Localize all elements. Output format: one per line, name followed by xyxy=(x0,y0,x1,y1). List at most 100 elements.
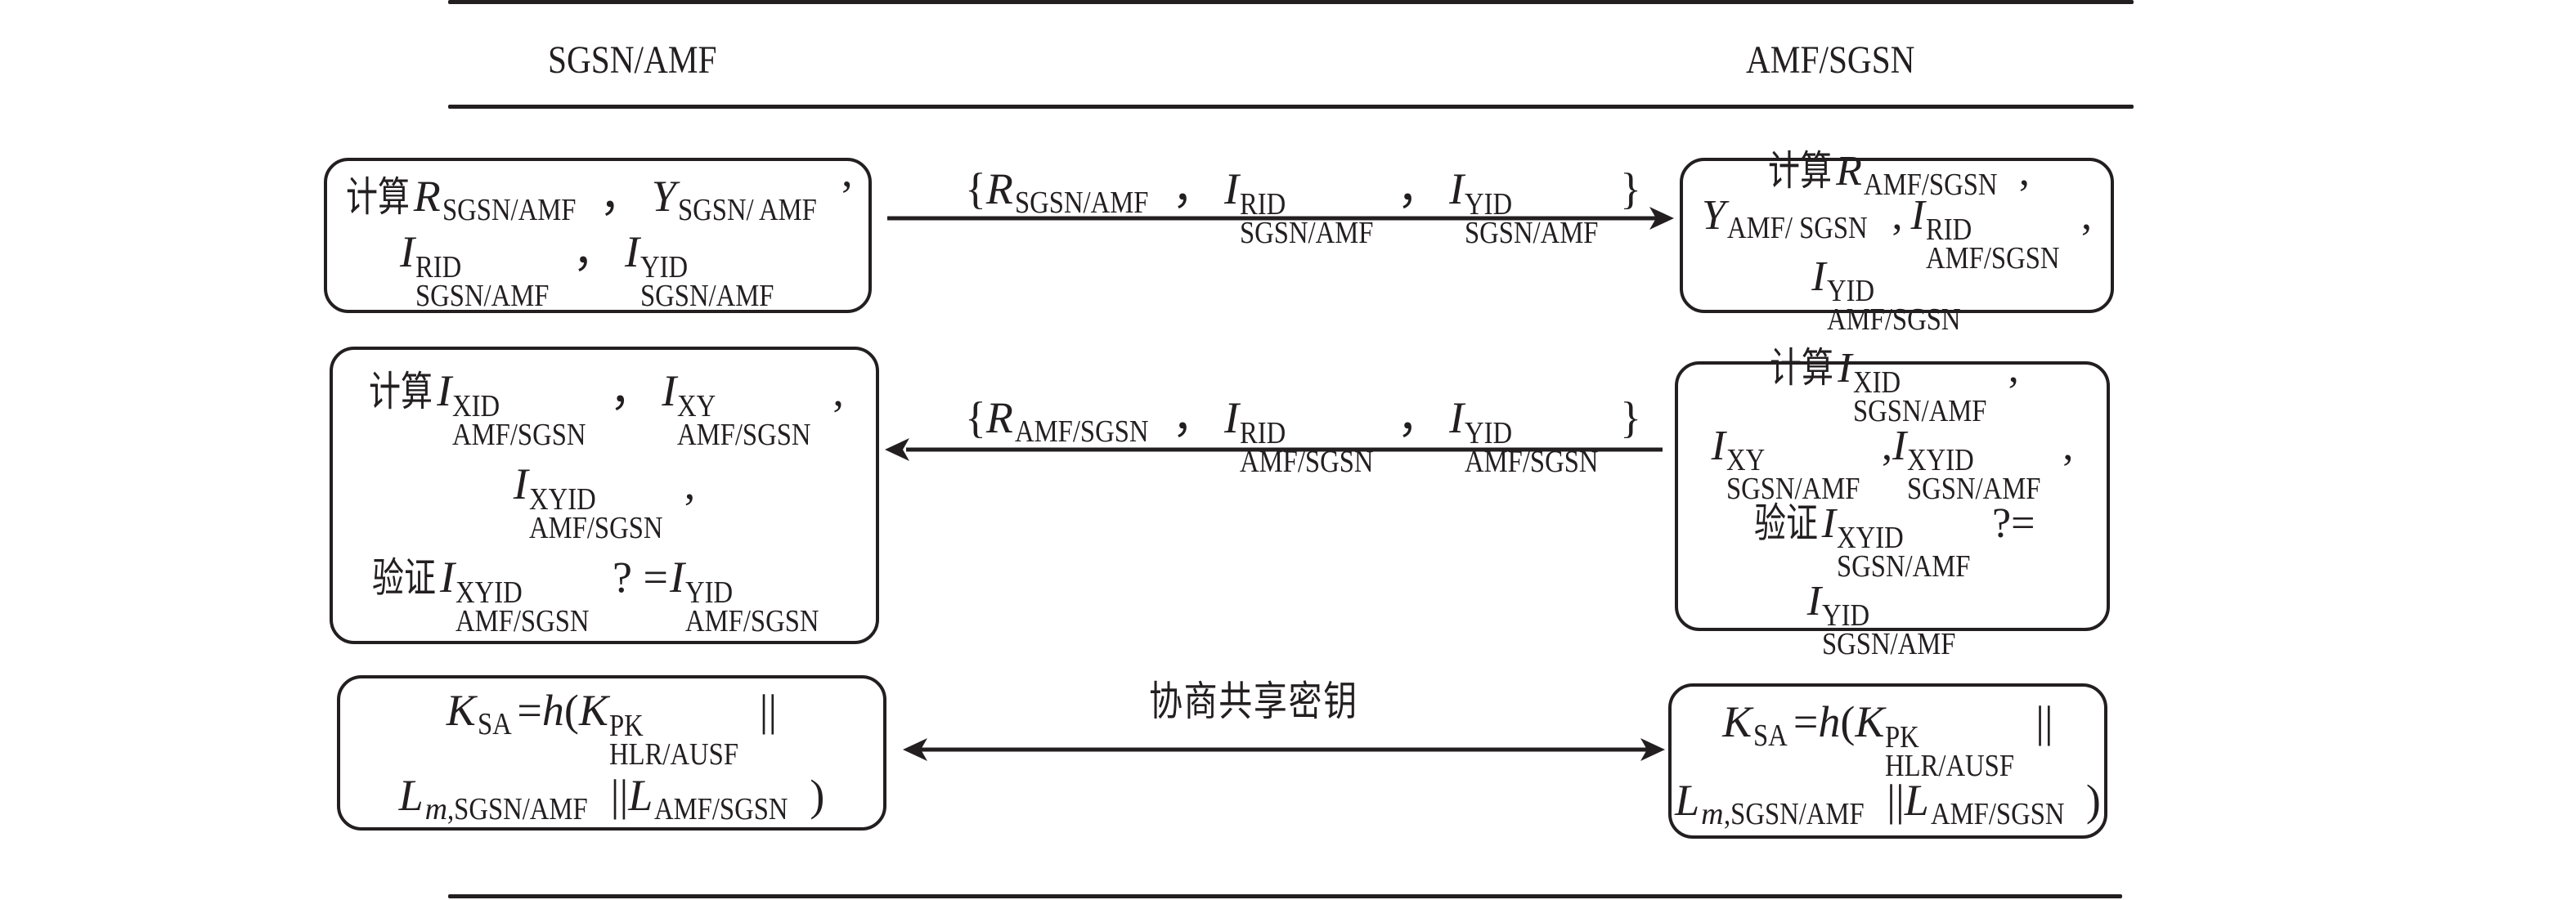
sub-sa: SA xyxy=(477,707,512,742)
paren-close: ) xyxy=(2085,775,2101,825)
sym-L: L xyxy=(1904,775,1929,825)
brace-open: { xyxy=(965,393,986,442)
sym-I: I xyxy=(1838,345,1852,392)
sub-amf-sgsn: AMF/SGSN xyxy=(1239,445,1374,480)
comma: , xyxy=(2018,148,2030,195)
arrowhead-right-icon xyxy=(1640,738,1665,761)
sub-sgsn-amf: SGSN/AMF xyxy=(1852,394,1987,429)
sym-I: I xyxy=(437,366,452,416)
sym-I: I xyxy=(669,552,684,602)
arrowhead-left-icon xyxy=(903,738,927,761)
verb-verify: 验证 xyxy=(371,553,436,602)
step3-arrow-bidirectional xyxy=(903,738,1665,761)
equals: = xyxy=(1793,697,1819,746)
sub-m: m xyxy=(1701,797,1724,832)
sub-amf-sgsn: AMF/SGSN xyxy=(1465,445,1599,480)
comma: ’ xyxy=(839,172,855,221)
sym-R: R xyxy=(985,164,1013,213)
verb-verify: 验证 xyxy=(1753,499,1818,547)
comma: , xyxy=(684,459,696,509)
comma: ， xyxy=(609,366,654,416)
comma: , xyxy=(832,366,844,416)
paren-open: ( xyxy=(1840,697,1856,746)
brace-open: { xyxy=(965,164,986,213)
paren-open: ( xyxy=(563,686,579,735)
hash-fn: h xyxy=(541,686,564,735)
sup-xyid: XYID xyxy=(1836,521,1904,556)
comma: ， xyxy=(1397,393,1442,442)
sup-xid: XID xyxy=(452,389,500,424)
sup-yid: YID xyxy=(640,250,689,285)
sym-I: I xyxy=(1910,192,1925,239)
sym-I: I xyxy=(1892,423,1907,470)
sub-sa: SA xyxy=(1753,719,1788,754)
sub-amf-sgsn: AMF/SGSN xyxy=(1863,167,1998,202)
sym-Y: Y xyxy=(1702,192,1726,239)
comma: ， xyxy=(572,227,617,277)
sym-I: I xyxy=(513,459,528,509)
sym-I: I xyxy=(1811,253,1826,300)
sub-amf-sgsn: AMF/SGSN xyxy=(528,511,663,546)
sub-amf-sgsn: AMF/SGSN xyxy=(1930,797,2065,832)
sym-K: K xyxy=(578,686,608,735)
sym-R: R xyxy=(413,172,441,221)
bottom-rule xyxy=(448,894,2122,898)
step2-arrow-left xyxy=(885,438,1663,461)
sub-sgsn-amf: SGSN/AMF xyxy=(1836,549,1971,584)
sub-sgsn-amf: SGSN/AMF xyxy=(1014,186,1149,221)
comma: ， xyxy=(1172,164,1216,213)
verb-compute: 计算 xyxy=(1768,147,1833,195)
sup-rid: RID xyxy=(1239,187,1286,222)
sub-sgsn-amf: SGSN/AMF xyxy=(415,279,550,314)
sup-rid: RID xyxy=(1239,416,1286,451)
step3-caption: 协商共享密钥 xyxy=(1149,678,1358,725)
comma: ， xyxy=(599,172,644,221)
sub-m: m xyxy=(424,792,448,827)
sym-I: I xyxy=(1224,164,1239,213)
sub-amf-sgsn: AMF/SGSN xyxy=(1826,302,1961,338)
sym-I: I xyxy=(662,366,677,416)
sym-I: I xyxy=(439,552,455,602)
entity-left-label: SGSN/AMF xyxy=(548,38,717,82)
sub-sgsn-amf: SGSN/AMF xyxy=(1822,627,1956,662)
sub-amf-sgsn: AMF/SGSN xyxy=(455,604,590,639)
sub-amf-sgsn: AMF/SGSN xyxy=(452,418,586,453)
sup-xyid: XYID xyxy=(528,482,596,517)
brace-close: } xyxy=(1620,393,1642,442)
sym-K: K xyxy=(1855,697,1885,746)
arrowhead-left-icon xyxy=(885,438,909,461)
sub-sgsn-amf: SGSN/AMF xyxy=(1239,216,1374,251)
sym-L: L xyxy=(1675,775,1700,825)
sym-I: I xyxy=(625,227,640,277)
sup-pk: PK xyxy=(608,709,644,744)
sym-I: I xyxy=(1224,393,1239,442)
sub-amf-sgsn: AMF/SGSN xyxy=(1925,241,2060,276)
sym-I: I xyxy=(1449,393,1465,442)
sub-amf-sgsn: AMF/SGSN xyxy=(684,604,819,639)
sup-xy: XY xyxy=(677,389,716,424)
sym-R: R xyxy=(1836,148,1862,195)
